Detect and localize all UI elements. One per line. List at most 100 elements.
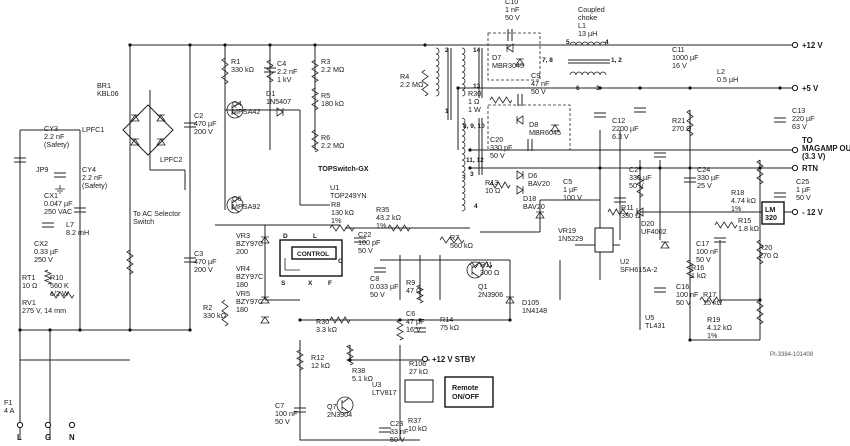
capacitor-symbol	[654, 287, 666, 293]
label-line: 1N5229	[558, 234, 583, 243]
label-jp9: JP9	[36, 165, 48, 174]
winding-pin: 1	[445, 108, 449, 115]
label-line: To AC Selector	[133, 209, 181, 218]
label-line: R38	[352, 366, 365, 375]
label-line: 1 µF	[796, 185, 811, 194]
label-line: Switch	[133, 217, 154, 226]
label-line: R10	[50, 273, 63, 282]
label-line: 100 pF	[358, 238, 381, 247]
winding-pin: 4	[474, 203, 478, 210]
resistor-symbol	[416, 284, 424, 304]
wire	[599, 110, 691, 340]
label-line: L1	[578, 21, 586, 30]
label-line: MBR3045	[492, 61, 524, 70]
output-terminal	[791, 164, 799, 172]
label-line: Coupled	[578, 5, 605, 14]
wire	[559, 244, 620, 300]
label-line: (Safety)	[82, 181, 107, 190]
mains-n: N	[69, 433, 75, 442]
label-line: 2.2 MΩ	[321, 141, 345, 150]
label-line: 100 nF	[275, 409, 298, 418]
diode-symbol	[130, 138, 140, 146]
label-line: 4.12 kΩ	[707, 323, 733, 332]
label-line: ON/OFF	[452, 392, 480, 401]
capacitor-symbol	[614, 197, 626, 203]
label-line: 16 V	[672, 61, 687, 70]
label-line: 47 Ω	[406, 286, 422, 295]
label-line: 100 nF	[696, 247, 719, 256]
label-line: 300 Ω	[480, 268, 500, 277]
junction-dot	[48, 328, 52, 332]
resistor-symbol	[221, 57, 229, 85]
capacitor-symbol	[184, 257, 196, 263]
resistor-symbol	[756, 239, 764, 265]
capacitor-symbol	[527, 139, 533, 151]
label-line: 50 V	[629, 181, 644, 190]
capacitor-symbol	[507, 29, 513, 41]
label-line: 200 V	[194, 127, 213, 136]
label-line: 10 Ω	[22, 281, 38, 290]
optocoupler-u2	[594, 227, 614, 253]
label-line: RT1	[22, 273, 35, 282]
inductor-winding	[435, 47, 440, 97]
output-minus12: - 12 V	[802, 208, 824, 217]
label-line: 15 kΩ	[703, 298, 723, 307]
label-line: C3	[194, 249, 203, 258]
label-line: 10 Ω	[485, 186, 501, 195]
label-line: 1/2 W	[50, 289, 69, 298]
label-line: C9	[531, 71, 540, 80]
resistor-symbol	[329, 316, 351, 324]
diode-symbol	[636, 207, 644, 217]
label-line: C6	[406, 309, 415, 318]
label-line: Remote	[452, 383, 478, 392]
junction-dot	[188, 328, 192, 332]
remote-onoff-block	[444, 376, 494, 408]
transistor-body	[226, 196, 244, 214]
label-line: BAV20	[523, 202, 545, 211]
capacitor-symbol	[594, 112, 606, 118]
label-line: 180 kΩ	[321, 99, 345, 108]
junction-dot	[423, 43, 427, 47]
capacitor-symbol	[184, 122, 196, 128]
capacitor-symbol	[374, 267, 386, 273]
label-line: R15	[738, 216, 751, 225]
label-line: 270 Ω	[759, 251, 779, 260]
winding-pin: 3	[596, 85, 600, 92]
label-line: 1%	[331, 216, 342, 225]
pin-c: C	[338, 258, 343, 265]
label-line: L2	[717, 67, 725, 76]
label-line: CX2	[34, 239, 48, 248]
capacitor-symbol	[654, 152, 666, 158]
winding-pin: 6	[576, 85, 580, 92]
transistor-body	[466, 261, 484, 279]
label-line: D8	[529, 120, 538, 129]
label-line: 200	[236, 247, 248, 256]
resistor-symbol	[221, 299, 229, 327]
label-line: C22	[358, 230, 371, 239]
diode-symbol	[506, 43, 514, 53]
label-line: 50 V	[358, 246, 373, 255]
label-line: 1000 µF	[672, 53, 699, 62]
label-line: R1	[231, 57, 240, 66]
lm320-regulator	[761, 201, 785, 225]
resistor-symbol	[329, 224, 355, 232]
winding-pin: 5	[566, 39, 570, 46]
label-line: C25	[796, 177, 809, 186]
